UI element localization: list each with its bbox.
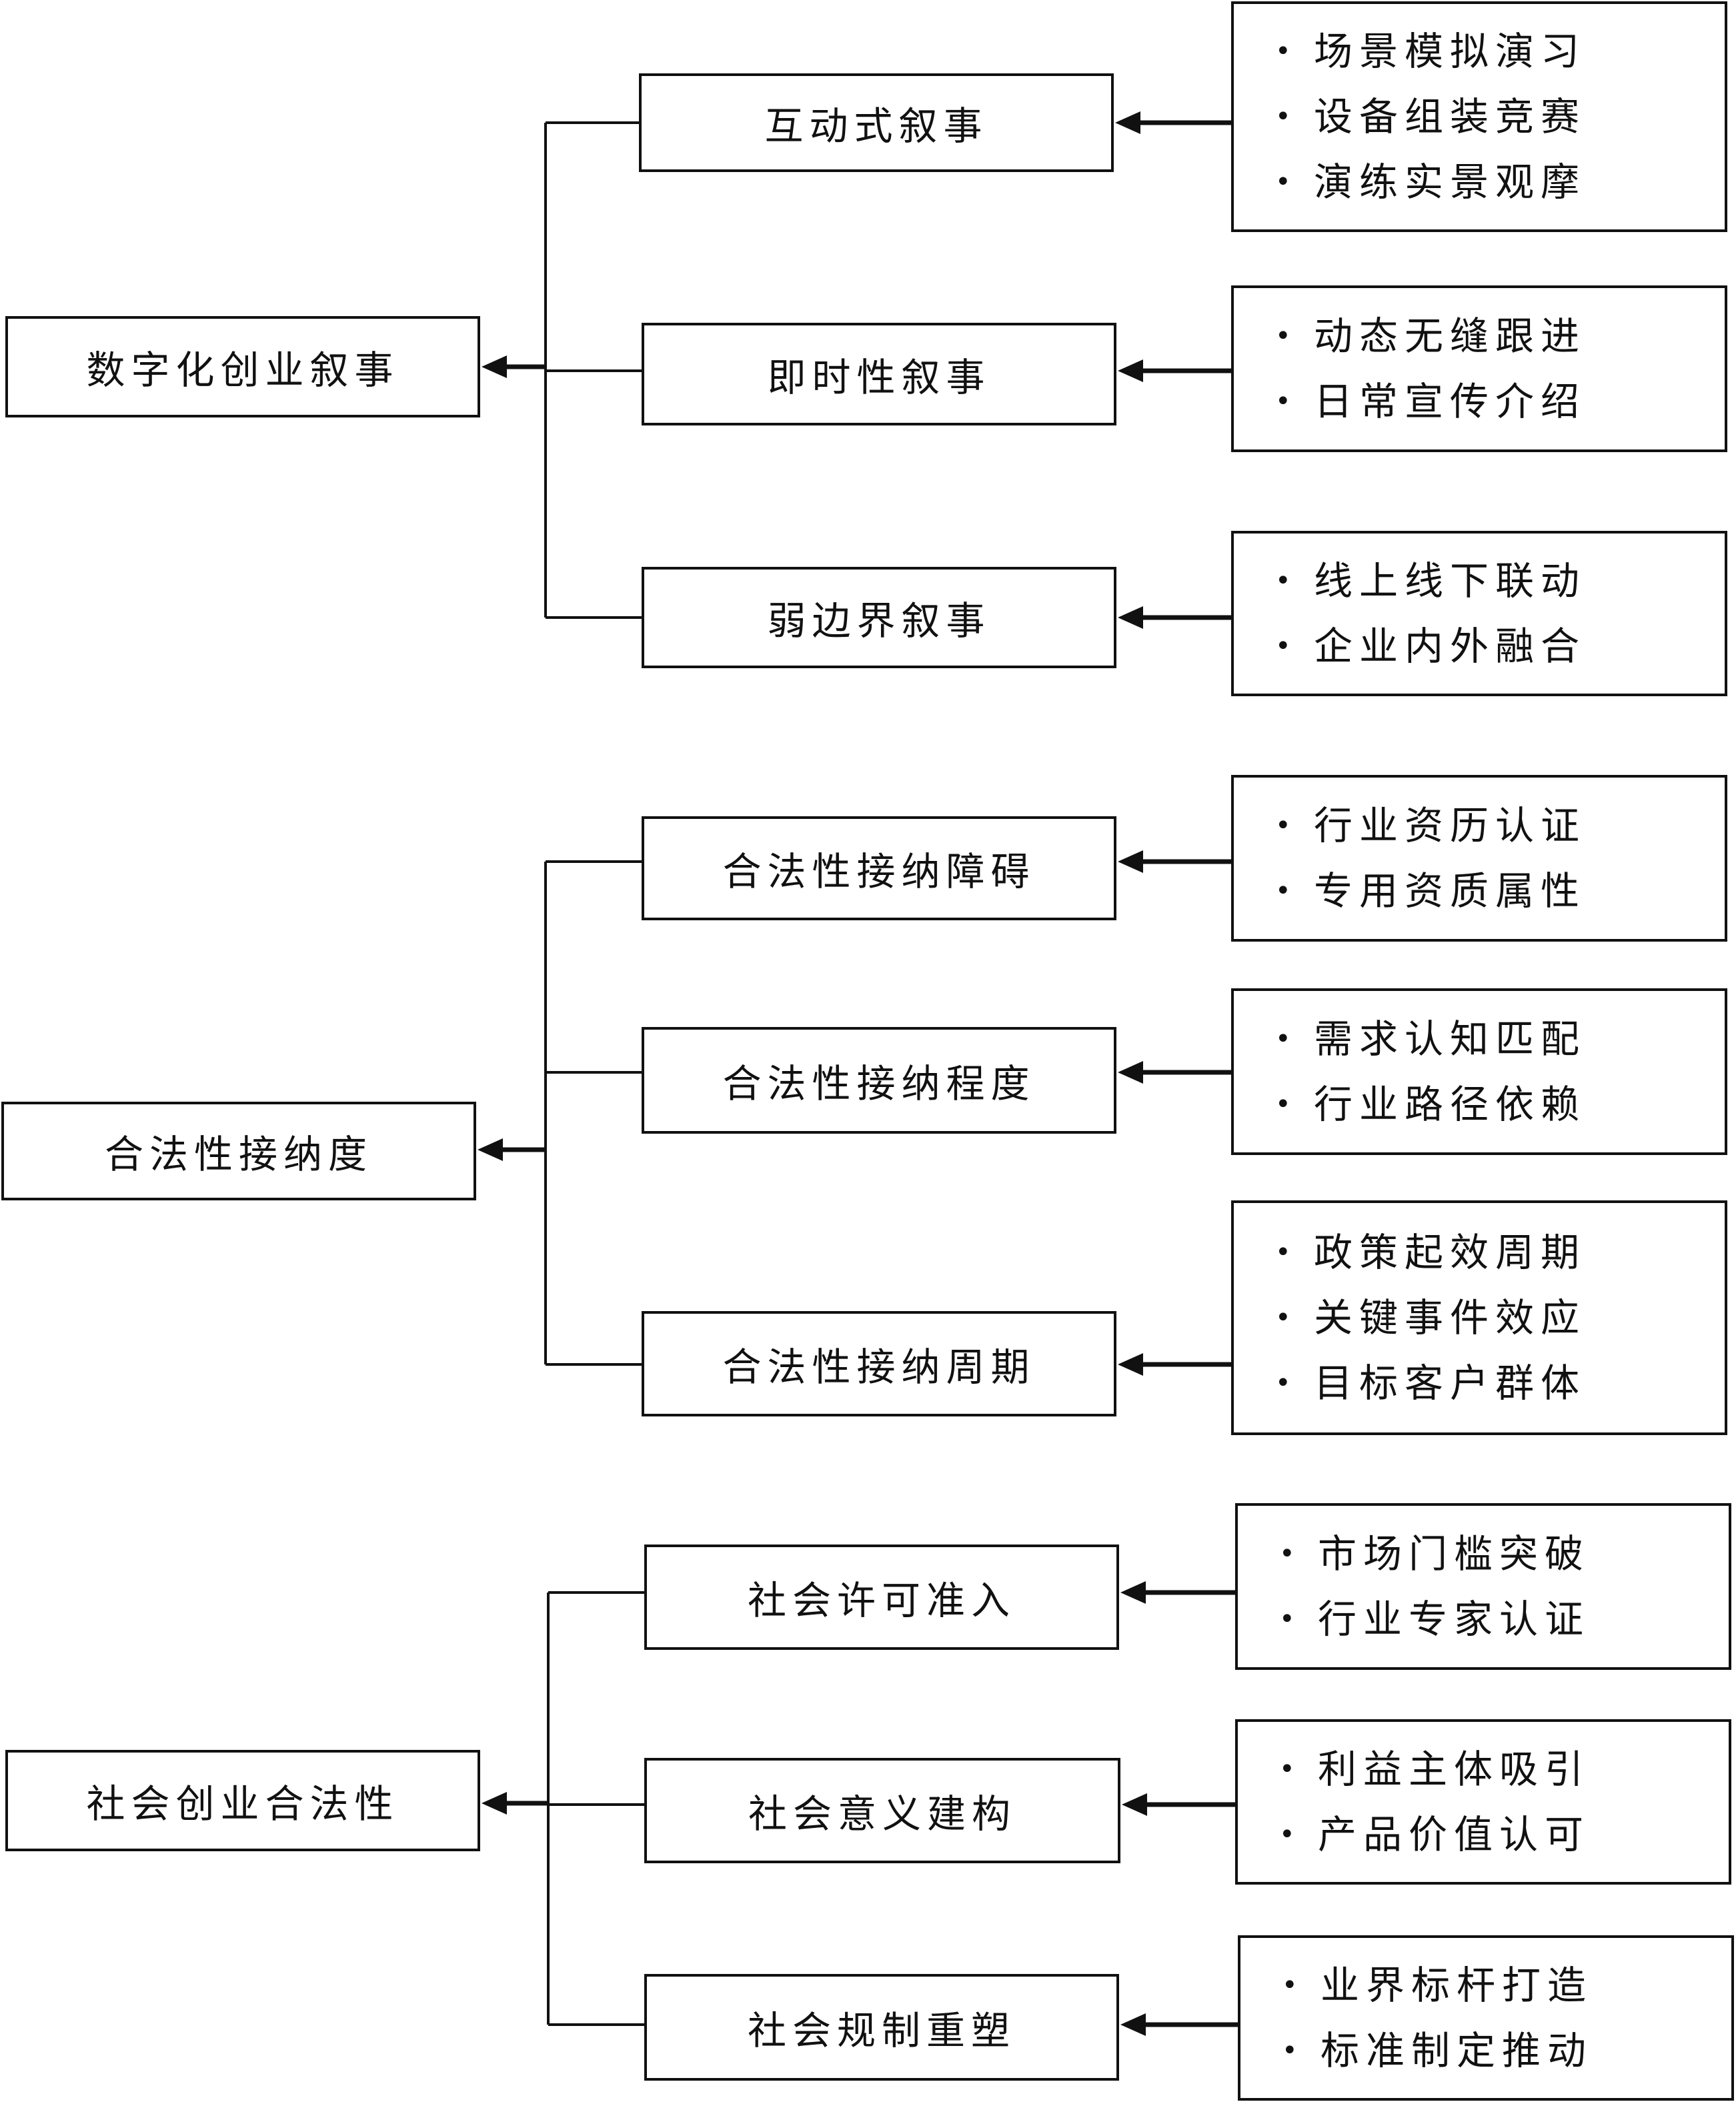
mid-node-acceptance-degree: 合法性接纳程度 [642,1027,1116,1134]
arrowhead-icon [1115,111,1140,134]
evidence-item: •政策起效周期 [1275,1220,1586,1285]
arrowhead-icon [1118,606,1143,629]
arrowhead-icon [482,1792,507,1815]
bullet-icon: • [1275,631,1298,662]
bullet-icon: • [1275,1089,1298,1120]
mid-label: 合法性接纳周期 [722,1344,1036,1390]
evidence-item: •行业资历认证 [1275,793,1586,858]
mid-label: 互动式叙事 [764,103,988,149]
evidence-item: •日常宣传介绍 [1275,369,1586,434]
mid-label: 合法性接纳障碍 [722,849,1036,894]
bullet-icon: • [1275,36,1298,67]
evidence-item: •关键事件效应 [1275,1285,1586,1350]
evidence-item: •线上线下联动 [1275,548,1586,614]
bullet-icon: • [1275,876,1298,906]
evidence-item: •标准制定推动 [1282,2018,1593,2083]
evidence-box: •业界标杆打造 •标准制定推动 [1238,1935,1734,2101]
mid-node-social-meaning-construction: 社会意义建构 [644,1758,1120,1863]
evidence-item: •目标客户群体 [1275,1350,1586,1416]
evidence-item: •演练实景观摩 [1275,149,1586,215]
root-node-legitimacy-acceptance: 合法性接纳度 [1,1102,476,1200]
bullet-icon: • [1275,1237,1298,1268]
evidence-item: •需求认知匹配 [1275,1006,1586,1072]
arrowhead-icon [1120,2013,1146,2036]
evidence-item: •设备组装竞赛 [1275,84,1586,149]
arrowhead-icon [1118,1353,1143,1376]
evidence-box: •动态无缝跟进 •日常宣传介绍 [1231,285,1727,452]
bullet-icon: • [1275,101,1298,132]
bullet-icon: • [1275,810,1298,841]
mid-node-weak-boundary-narrative: 弱边界叙事 [642,567,1116,668]
arrowhead-icon [1118,1061,1143,1084]
bullet-icon: • [1279,1819,1302,1850]
mid-label: 社会意义建构 [748,1791,1016,1837]
mid-label: 弱边界叙事 [767,598,991,644]
mid-label: 社会许可准入 [747,1578,1016,1623]
evidence-box: •线上线下联动 •企业内外融合 [1231,531,1727,696]
evidence-box: •政策起效周期 •关键事件效应 •目标客户群体 [1231,1200,1727,1435]
evidence-item: •业界标杆打造 [1282,1953,1593,2018]
arrowhead-icon [1122,1793,1147,1816]
bullet-icon: • [1282,2035,1305,2066]
root-node-social-legitimacy: 社会创业合法性 [5,1750,480,1851]
bullet-icon: • [1275,167,1298,197]
evidence-box: •利益主体吸引 •产品价值认可 [1235,1719,1731,1885]
bullet-icon: • [1279,1538,1302,1569]
bullet-icon: • [1275,1302,1298,1333]
bullet-icon: • [1275,1368,1298,1398]
mid-node-acceptance-cycle: 合法性接纳周期 [642,1311,1116,1416]
root-label: 数字化创业叙事 [86,347,399,393]
evidence-box: •行业资历认证 •专用资质属性 [1231,775,1727,942]
evidence-item: •行业专家认证 [1279,1587,1590,1652]
root-label: 合法性接纳度 [104,1132,373,1177]
bullet-icon: • [1275,386,1298,417]
arrowhead-icon [482,355,507,378]
bullet-icon: • [1282,1970,1305,2001]
mid-node-interactive-narrative: 互动式叙事 [639,73,1114,172]
mid-node-social-regulation-reshaping: 社会规制重塑 [644,1974,1119,2081]
arrowhead-icon [1118,850,1143,873]
root-label: 社会创业合法性 [86,1781,399,1827]
arrowhead-icon [478,1138,503,1161]
evidence-item: •产品价值认可 [1279,1802,1590,1867]
mid-node-instant-narrative: 即时性叙事 [642,323,1116,425]
mid-label: 合法性接纳程度 [722,1061,1036,1106]
evidence-box: •需求认知匹配 •行业路径依赖 [1231,988,1727,1155]
evidence-box: •场景模拟演习 •设备组装竞赛 •演练实景观摩 [1231,1,1727,232]
evidence-box: •市场门槛突破 •行业专家认证 [1235,1503,1731,1670]
evidence-item: •场景模拟演习 [1275,19,1586,84]
evidence-item: •市场门槛突破 [1279,1521,1590,1587]
arrowhead-icon [1120,1581,1146,1604]
mid-node-acceptance-barrier: 合法性接纳障碍 [642,816,1116,920]
arrowhead-icon [1118,359,1143,382]
evidence-item: •利益主体吸引 [1279,1737,1590,1802]
bullet-icon: • [1279,1604,1302,1635]
bullet-icon: • [1275,1024,1298,1054]
root-node-digital-narrative: 数字化创业叙事 [5,316,480,417]
bullet-icon: • [1275,321,1298,351]
evidence-item: •企业内外融合 [1275,614,1586,679]
mid-label: 即时性叙事 [767,355,991,400]
mid-label: 社会规制重塑 [747,2008,1016,2053]
bullet-icon: • [1279,1754,1302,1785]
mid-node-social-license-access: 社会许可准入 [644,1544,1119,1650]
evidence-item: •行业路径依赖 [1275,1072,1586,1137]
evidence-item: •动态无缝跟进 [1275,303,1586,369]
evidence-item: •专用资质属性 [1275,858,1586,924]
bullet-icon: • [1275,566,1298,596]
